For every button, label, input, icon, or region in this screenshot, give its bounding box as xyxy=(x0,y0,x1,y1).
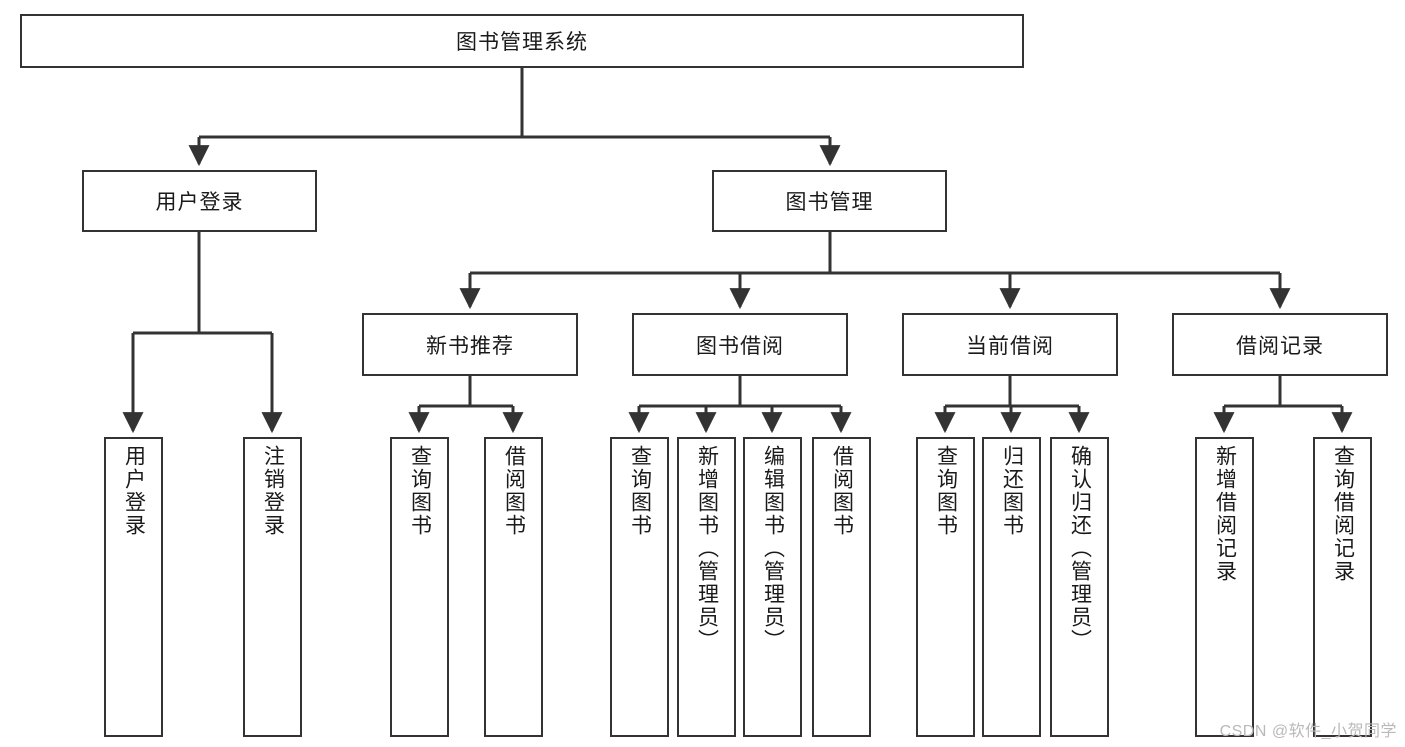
leaf-new-book-borrow[interactable]: 借阅图书 xyxy=(484,437,543,737)
leaf-record-add-label: 新增借阅记录 xyxy=(1213,445,1237,583)
node-user-login-label: 用户登录 xyxy=(155,191,244,214)
leaf-borrow-query[interactable]: 查询图书 xyxy=(610,437,669,737)
watermark: CSDN @软件_小贺同学 xyxy=(1219,723,1397,740)
leaf-logout[interactable]: 注销登录 xyxy=(243,437,302,737)
leaf-record-query[interactable]: 查询借阅记录 xyxy=(1313,437,1372,737)
leaf-borrow-borrow[interactable]: 借阅图书 xyxy=(812,437,871,737)
leaf-current-return-label: 归还图书 xyxy=(1000,445,1024,537)
leaf-new-book-borrow-label: 借阅图书 xyxy=(502,445,526,537)
node-new-book-recommend-label: 新书推荐 xyxy=(426,334,514,358)
leaf-record-query-label: 查询借阅记录 xyxy=(1331,445,1355,583)
node-borrow-record-label: 借阅记录 xyxy=(1236,334,1324,358)
node-root-label: 图书管理系统 xyxy=(456,31,588,54)
leaf-new-book-query-label: 查询图书 xyxy=(408,445,432,537)
node-user-login[interactable]: 用户登录 xyxy=(82,170,317,232)
leaf-user-login[interactable]: 用户登录 xyxy=(104,437,163,737)
leaf-current-confirm-return-label: 确认归还（管理员） xyxy=(1068,445,1092,652)
leaf-borrow-edit[interactable]: 编辑图书（管理员） xyxy=(743,437,802,737)
leaf-new-book-query[interactable]: 查询图书 xyxy=(390,437,449,737)
leaf-current-confirm-return[interactable]: 确认归还（管理员） xyxy=(1050,437,1109,737)
node-current-borrow[interactable]: 当前借阅 xyxy=(902,313,1118,376)
leaf-borrow-edit-label: 编辑图书（管理员） xyxy=(761,445,785,652)
node-book-management-label: 图书管理 xyxy=(785,191,874,214)
leaf-logout-label: 注销登录 xyxy=(261,445,285,537)
leaf-borrow-query-label: 查询图书 xyxy=(628,445,652,537)
leaf-user-login-label: 用户登录 xyxy=(122,445,146,537)
leaf-record-add[interactable]: 新增借阅记录 xyxy=(1195,437,1254,737)
node-book-borrow-label: 图书借阅 xyxy=(696,334,784,358)
node-book-management[interactable]: 图书管理 xyxy=(712,170,947,232)
node-borrow-record[interactable]: 借阅记录 xyxy=(1172,313,1388,376)
leaf-current-query[interactable]: 查询图书 xyxy=(916,437,975,737)
leaf-current-return[interactable]: 归还图书 xyxy=(982,437,1041,737)
leaf-borrow-borrow-label: 借阅图书 xyxy=(830,445,854,537)
node-current-borrow-label: 当前借阅 xyxy=(966,334,1054,358)
node-root[interactable]: 图书管理系统 xyxy=(20,14,1024,68)
leaf-borrow-add[interactable]: 新增图书（管理员） xyxy=(677,437,736,737)
leaf-current-query-label: 查询图书 xyxy=(934,445,958,537)
node-book-borrow[interactable]: 图书借阅 xyxy=(632,313,848,376)
leaf-borrow-add-label: 新增图书（管理员） xyxy=(695,445,719,652)
node-new-book-recommend[interactable]: 新书推荐 xyxy=(362,313,578,376)
